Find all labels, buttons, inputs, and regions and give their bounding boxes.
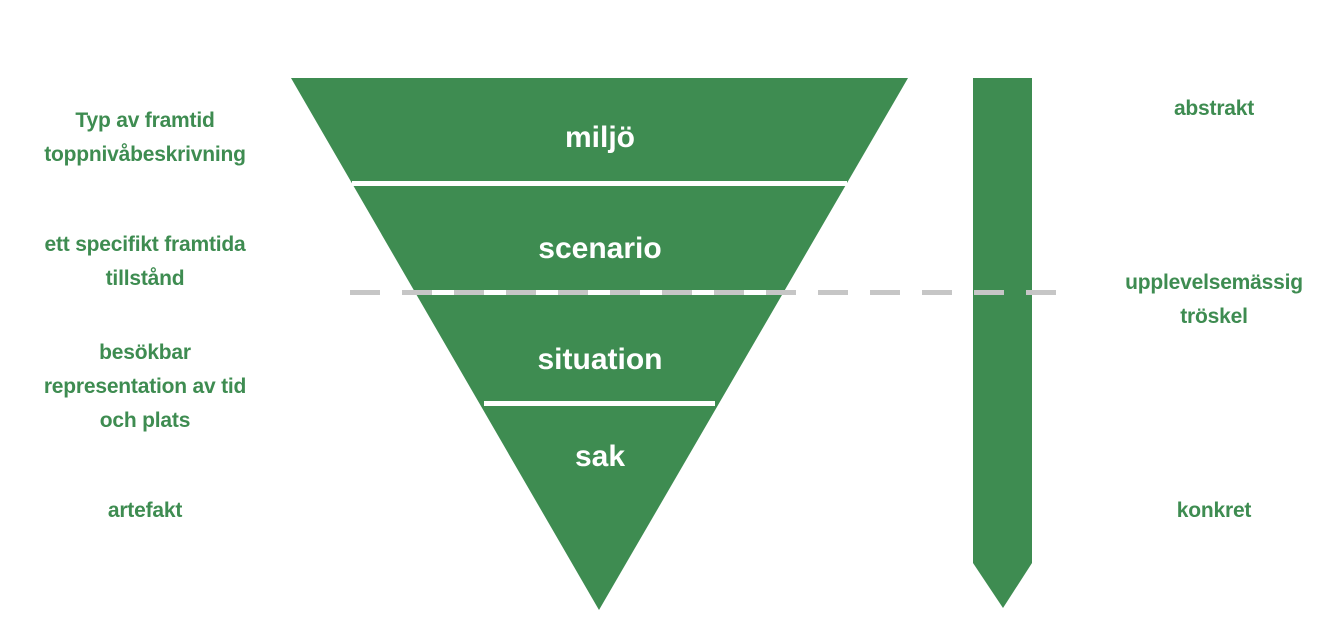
tier-label-scenario: scenario: [538, 232, 662, 265]
left-label-artefact: artefakt: [107, 499, 183, 522]
left-label-type-description: Typ av framtid toppnivåbeskrivning: [44, 109, 246, 166]
abstract-to-concrete-arrow: [973, 78, 1032, 608]
inverted-pyramid-shape: [291, 78, 908, 610]
left-label-specific-state: ett specifikt framtida tillstånd: [44, 233, 246, 290]
tier-label-miljo: miljö: [564, 121, 635, 154]
right-label-concrete: konkret: [1176, 499, 1252, 522]
tier-label-sak: sak: [574, 440, 626, 473]
left-label-visitable: besökbar representation av tid och plats: [43, 341, 247, 432]
right-label-experiential-threshold: upplevelsemässig tröskel: [1125, 271, 1303, 328]
right-label-abstract: abstrakt: [1173, 97, 1255, 120]
tier-label-situation: situation: [537, 343, 663, 376]
